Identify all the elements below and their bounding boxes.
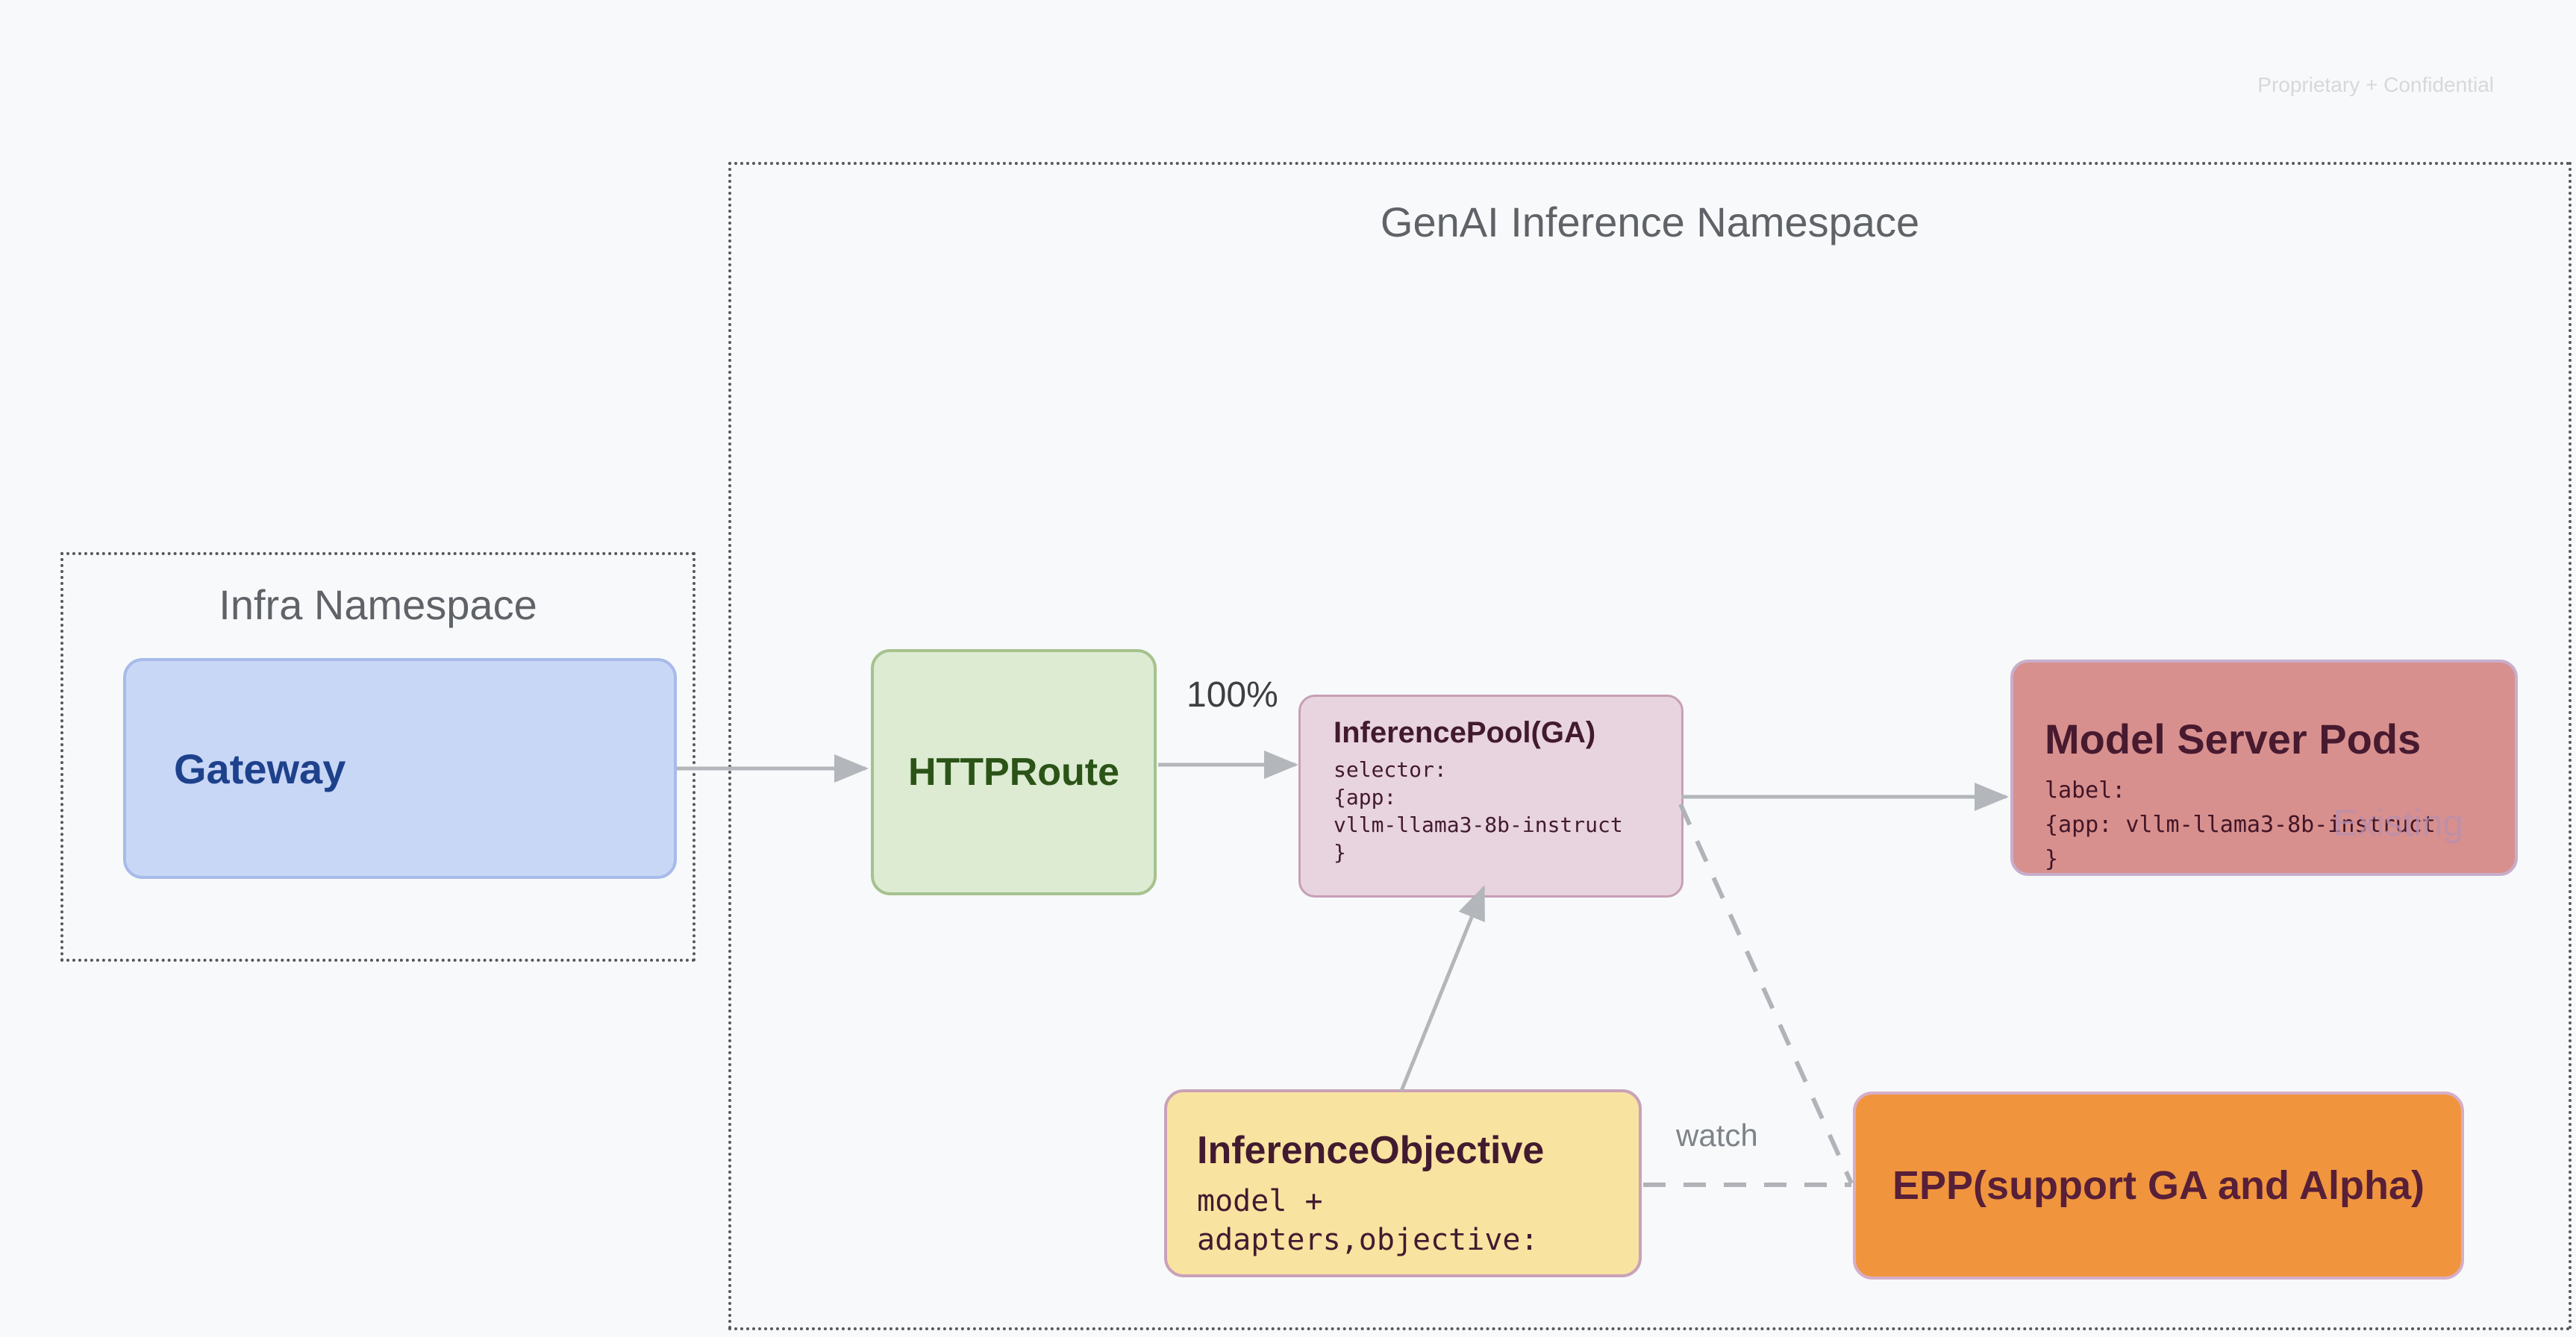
inference-pool-selector-line: {app: [1334, 785, 1397, 810]
model-server-pods-label-line: } [2045, 846, 2059, 872]
inference-pool-selector-line: vllm-llama3-8b-instruct [1334, 812, 1623, 837]
inference-objective-spec-line: adapters,objective: [1197, 1223, 1539, 1257]
httproute-node: HTTPRoute [871, 649, 1157, 895]
confidential-watermark: Proprietary + Confidential [2257, 73, 2494, 96]
inference-pool-selector-line: selector: [1334, 757, 1447, 782]
inference-objective-spec-line: model + [1197, 1184, 1323, 1218]
epp-node: EPP(support GA and Alpha) [1853, 1092, 2464, 1280]
watch-label: watch [1676, 1118, 1758, 1153]
infra-namespace-title: Infra Namespace [219, 581, 537, 628]
gateway-node: Gateway [123, 658, 677, 879]
inference-pool-node: InferencePool(GA) selector: {app: vllm-l… [1298, 695, 1684, 898]
inference-pool-selector-line: } [1334, 840, 1346, 865]
epp-label: EPP(support GA and Alpha) [1892, 1163, 2425, 1208]
genai-inference-namespace-box: GenAI Inference Namespace [728, 162, 2572, 1330]
httproute-label: HTTPRoute [907, 751, 1120, 794]
model-server-pods-label-line: label: [2045, 777, 2126, 804]
genai-inference-namespace-title: GenAI Inference Namespace [1380, 198, 1920, 245]
infra-namespace-box: Infra Namespace [60, 552, 695, 962]
model-server-pods-node: Model Server Pods label: {app: vllm-llam… [2010, 660, 2518, 876]
gateway-label: Gateway [174, 745, 346, 792]
model-server-pods-title: Model Server Pods [2045, 716, 2422, 763]
model-server-pods-label-line: {app: vllm-llama3-8b-instruct [2045, 812, 2436, 838]
traffic-weight-label: 100% [1187, 675, 1278, 715]
inference-objective-node: InferenceObjective model + adapters,obje… [1164, 1089, 1642, 1277]
inference-pool-title: InferencePool(GA) [1334, 716, 1596, 749]
existing-badge: Existing [2333, 802, 2464, 844]
inference-objective-title: InferenceObjective [1197, 1129, 1545, 1172]
